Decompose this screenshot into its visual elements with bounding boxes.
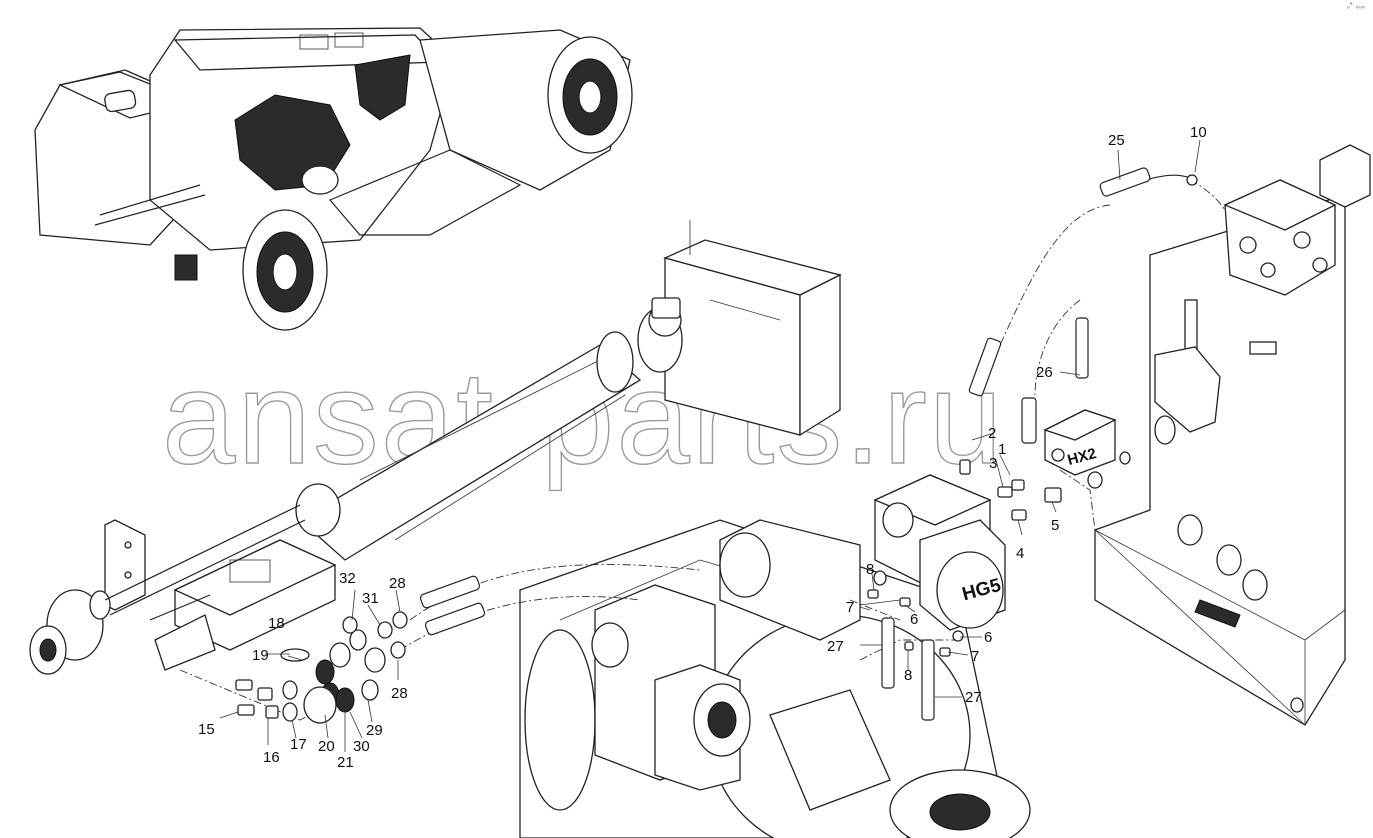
oil-filter-housing: [1223, 144, 1371, 296]
callout-6a: 6: [910, 611, 918, 628]
callout-20: 20: [318, 738, 335, 755]
callout-8b: 8: [904, 667, 912, 684]
cooler-bracket: [663, 220, 842, 437]
valve-block-hx2: [1043, 409, 1176, 489]
callouts: 1 2 3 4 5 6 6 7 7 8 8 10 15 16 17 18 19 …: [198, 124, 1207, 771]
leader-lines: [219, 139, 1201, 752]
callout-1: 1: [998, 441, 1006, 458]
callout-18: 18: [268, 615, 285, 632]
flange-coupling: [29, 504, 306, 675]
hydraulic-tank: [1094, 194, 1346, 726]
callout-29: 29: [366, 722, 383, 739]
callout-30: 30: [353, 738, 370, 755]
left-mounting-bracket: [104, 519, 337, 671]
callout-27b: 27: [965, 689, 982, 706]
callout-27a: 27: [827, 638, 844, 655]
callout-7a: 7: [846, 599, 854, 616]
fittings: [235, 459, 1062, 724]
corner-mark: ◦˚ ◦◦◦: [1346, 2, 1365, 12]
callout-15: 15: [198, 721, 215, 738]
machine-overview-illustration: [34, 27, 633, 331]
callout-4: 4: [1016, 545, 1024, 562]
callout-6b: 6: [984, 629, 992, 646]
hx2-plate: HX2: [1066, 445, 1099, 469]
drive-shaft: [295, 297, 683, 561]
callout-2: 2: [988, 425, 996, 442]
callout-17: 17: [290, 736, 307, 753]
callout-26: 26: [1036, 364, 1053, 381]
callout-19: 19: [252, 647, 269, 664]
callout-28a: 28: [389, 575, 406, 592]
hoses: [419, 167, 1198, 721]
callout-3: 3: [989, 455, 997, 472]
callout-5: 5: [1051, 517, 1059, 534]
callout-16: 16: [263, 749, 280, 766]
callout-21: 21: [337, 754, 354, 771]
hydraulic-pump-assembly: [591, 474, 1006, 791]
callout-32: 32: [339, 570, 356, 587]
callout-28b: 28: [391, 685, 408, 702]
callout-10: 10: [1190, 124, 1207, 141]
callout-25: 25: [1108, 132, 1125, 149]
callout-31: 31: [362, 590, 379, 607]
callout-7b: 7: [971, 648, 979, 665]
callout-8a: 8: [866, 561, 874, 578]
